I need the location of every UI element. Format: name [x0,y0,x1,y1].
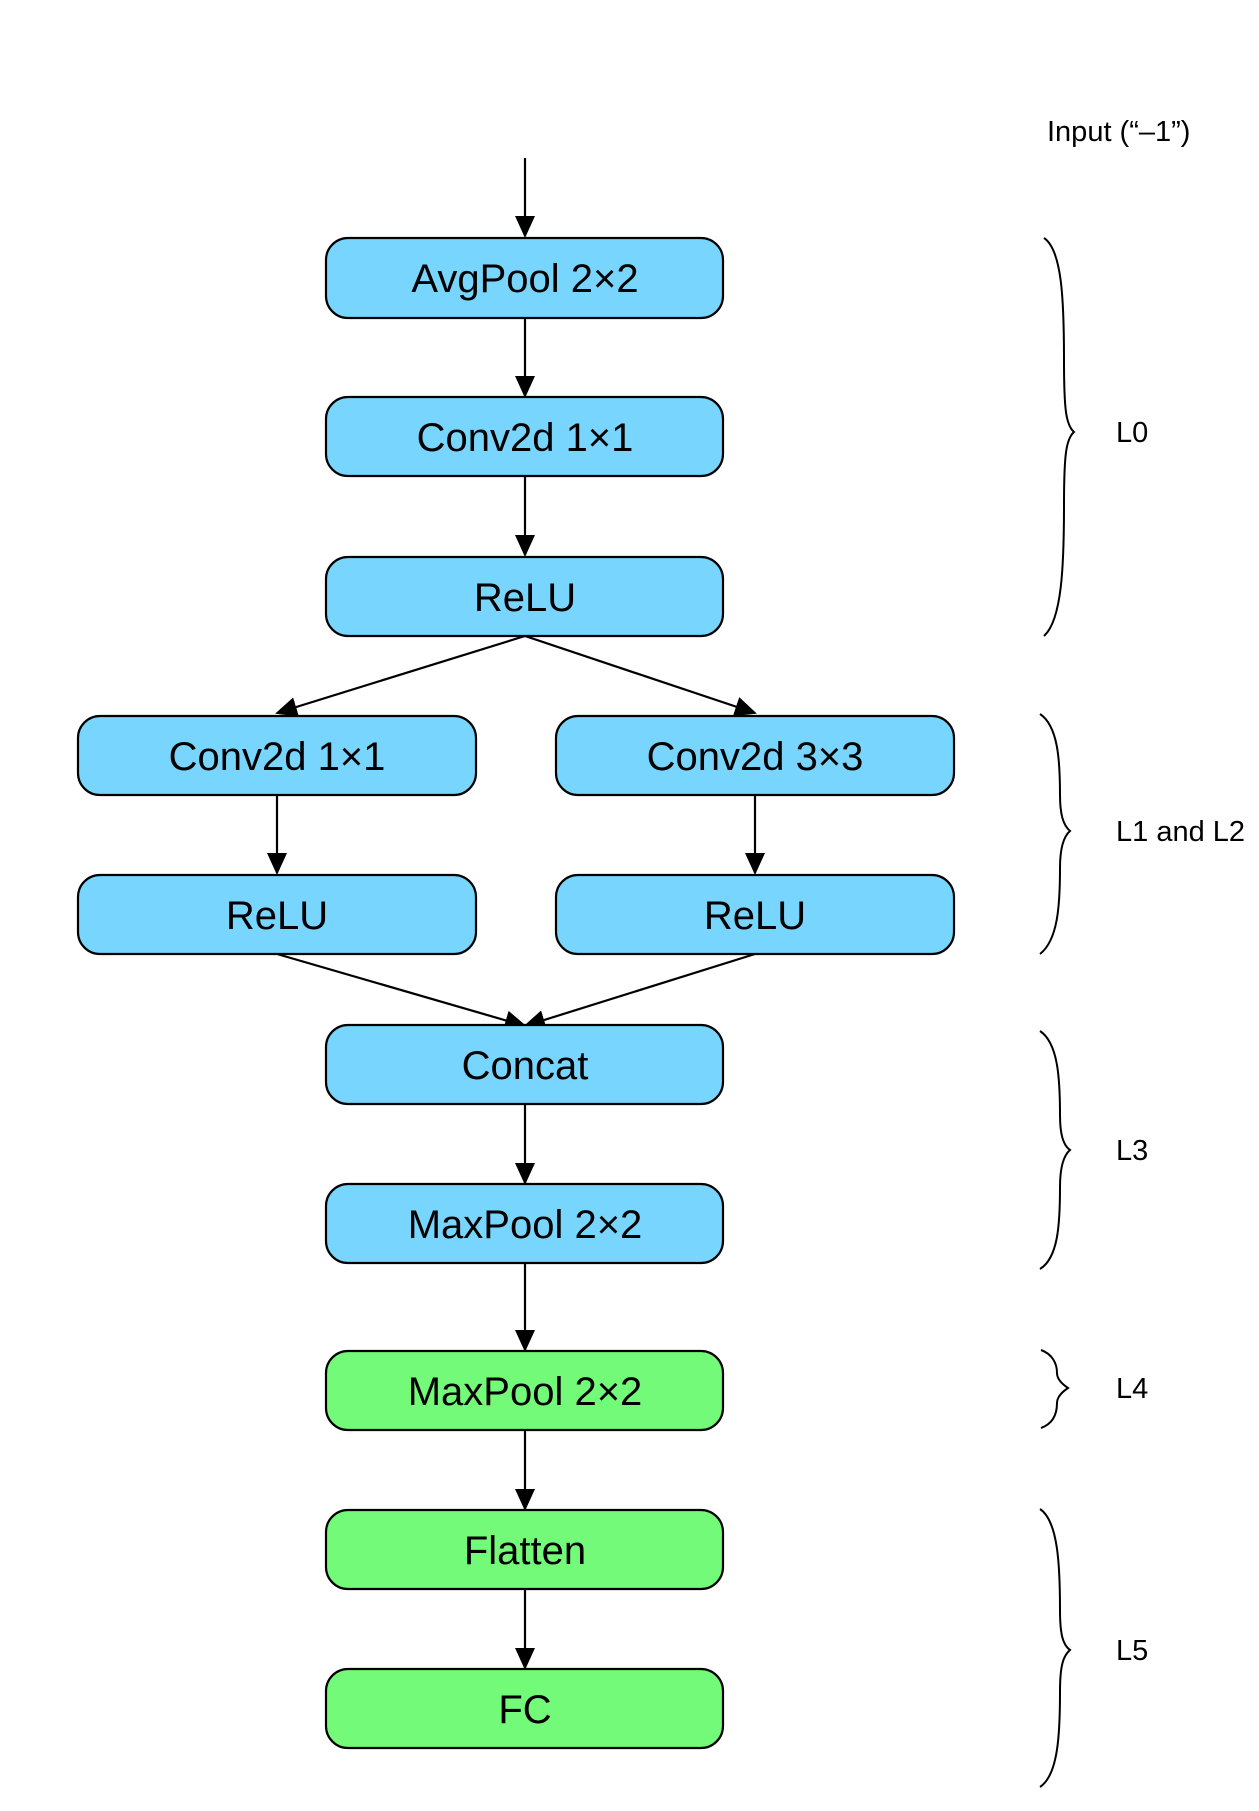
input-label: Input (“–1”) [1047,116,1190,148]
node-flatten: Flatten [324,1508,725,1591]
node-avgpool-label: AvgPool 2×2 [411,257,638,301]
node-maxpool-green-label: MaxPool 2×2 [408,1370,643,1414]
node-relu-left: ReLU [76,873,478,956]
node-conv2d-1x1-left-label: Conv2d 1×1 [169,735,386,779]
brace-l0 [1043,237,1076,637]
brace-l3 [1039,1030,1072,1270]
node-concat: Concat [324,1023,725,1106]
brace-l4 [1040,1349,1070,1429]
node-avgpool: AvgPool 2×2 [324,236,725,320]
node-conv2d-1x1-left: Conv2d 1×1 [76,714,478,797]
edges [267,158,765,1670]
node-flatten-label: Flatten [464,1529,586,1573]
node-conv2d-1x1-top-label: Conv2d 1×1 [417,416,634,460]
nodes: AvgPool 2×2 Conv2d 1×1 ReLU Conv2d 1×1 C… [76,236,956,1750]
node-fc: FC [324,1667,725,1750]
brace-l5 [1039,1508,1072,1788]
edge-relu-to-conv1x1 [275,634,526,717]
group-label-l5: L5 [1116,1635,1148,1667]
node-relu-top-label: ReLU [474,576,576,620]
node-maxpool-green: MaxPool 2×2 [324,1349,725,1432]
group-label-l3: L3 [1116,1135,1148,1167]
node-maxpool-blue-label: MaxPool 2×2 [408,1203,643,1247]
edge-left-relu-to-concat [276,952,527,1031]
node-relu-right-label: ReLU [704,894,806,938]
node-maxpool-blue: MaxPool 2×2 [324,1182,725,1265]
braces [1039,237,1076,1788]
node-relu-right: ReLU [554,873,956,956]
group-labels: L0 L1 and L2 L3 L4 L5 [1116,417,1245,1667]
node-relu-top: ReLU [324,555,725,638]
node-concat-label: Concat [462,1044,589,1088]
group-label-l0: L0 [1116,417,1148,449]
node-conv2d-1x1-top: Conv2d 1×1 [324,395,725,478]
edge-relu-to-conv3x3 [524,634,757,717]
node-conv2d-3x3-right-label: Conv2d 3×3 [647,735,864,779]
node-conv2d-3x3-right: Conv2d 3×3 [554,714,956,797]
node-relu-left-label: ReLU [226,894,328,938]
edge-right-relu-to-concat [523,952,756,1030]
group-label-l1-l2: L1 and L2 [1116,816,1245,848]
group-label-l4: L4 [1116,1373,1148,1405]
brace-l1-l2 [1039,713,1072,955]
node-fc-label: FC [498,1688,551,1732]
